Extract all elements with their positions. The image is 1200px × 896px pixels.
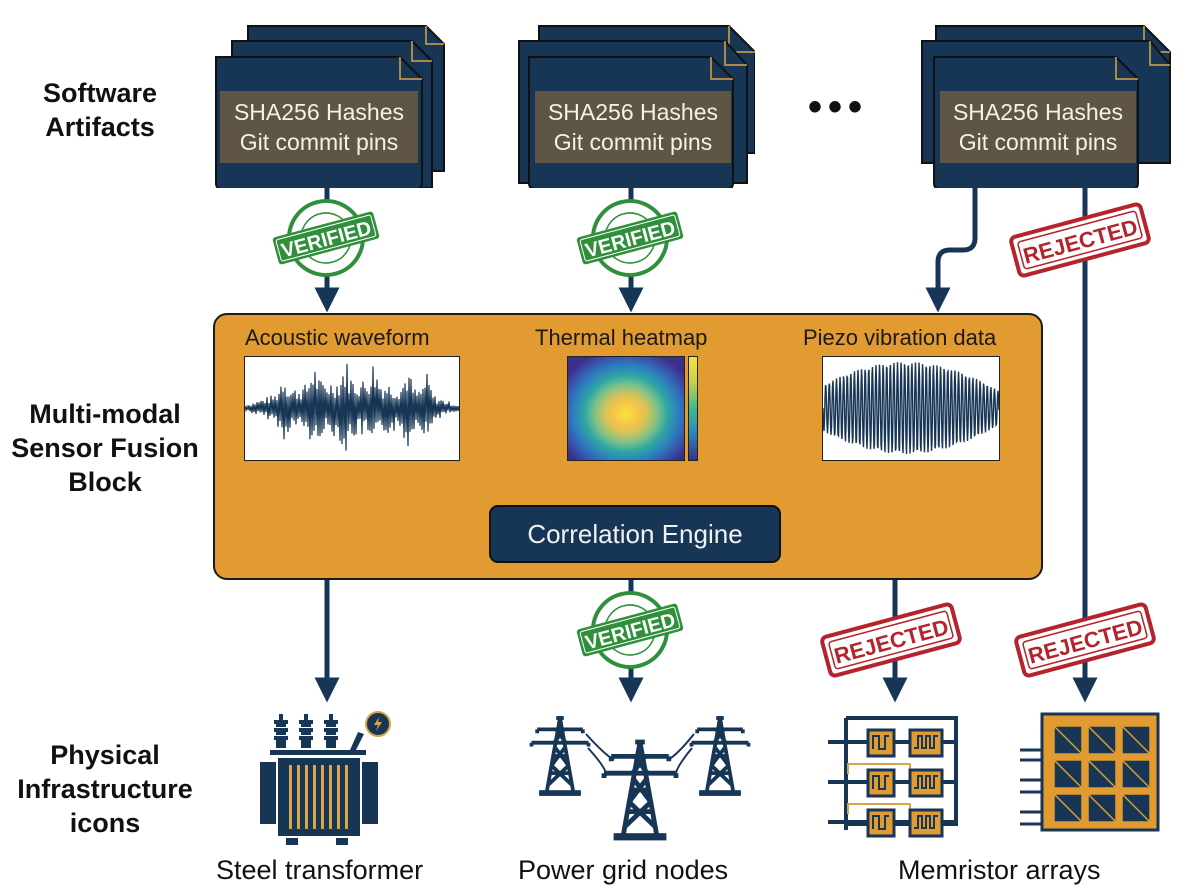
row-label-line: Artifacts [45, 112, 155, 142]
artifact-stack-3[interactable]: SHA256 Hashes Git commit pins [920, 23, 1171, 188]
artifact-line2: Git commit pins [553, 129, 713, 155]
crossbar-diagonal [1121, 759, 1151, 789]
thermal-colorbar [688, 356, 698, 461]
rejected-stamp-memristor1: REJECTED [820, 602, 962, 678]
row-label-line: Block [68, 467, 142, 497]
label-memristor-arrays: Memristor arrays [898, 855, 1101, 885]
bushing [274, 714, 288, 748]
panel-title-acoustic: Acoustic waveform [245, 325, 430, 350]
row-label-line: icons [69, 808, 141, 838]
artifact-line1: SHA256 Hashes [952, 99, 1124, 125]
label-power-grid-nodes: Power grid nodes [518, 855, 729, 885]
crossbar-diagonal [1053, 793, 1083, 823]
piezo-waveform-icon [822, 362, 1000, 455]
verified-stamp-artifact2: VERIFIED [576, 199, 684, 277]
row-label-line: Multi-modal [29, 399, 181, 429]
row-label-line: Infrastructure [17, 774, 193, 804]
thermal-heatmap-icon [567, 356, 685, 461]
artifact-stack-2[interactable]: SHA256 Hashes Git commit pins [515, 23, 755, 188]
transformer-icon [260, 711, 391, 845]
crossbar-diagonal [1053, 759, 1083, 789]
acoustic-waveform-panel [244, 356, 460, 461]
artifact-line1: SHA256 Hashes [233, 99, 405, 125]
label-steel-transformer: Steel transformer [216, 855, 424, 885]
row-label-line: Physical [50, 740, 160, 770]
artifact-text: SHA256 Hashes Git commit pins [940, 91, 1136, 163]
row-label-physical-infrastructure: Physical Infrastructure icons [0, 738, 210, 840]
artifact-text: SHA256 Hashes Git commit pins [220, 91, 418, 163]
panel-title-thermal: Thermal heatmap [535, 325, 708, 350]
piezo-wave-line [822, 362, 1000, 455]
verified-stamp-artifact1: VERIFIED [272, 199, 380, 277]
panel-title-piezo: Piezo vibration data [803, 325, 997, 350]
memristor-circuit-icon [828, 716, 958, 838]
crossbar-diagonal [1087, 725, 1117, 755]
crossbar-diagonal [1121, 725, 1151, 755]
acoustic-waveform-icon [244, 363, 460, 451]
artifact-line2: Git commit pins [958, 129, 1118, 155]
artifact-stack-1[interactable]: SHA256 Hashes Git commit pins [212, 23, 445, 188]
crossbar-diagonal [1087, 759, 1117, 789]
power-tower-icon [529, 716, 751, 850]
artifact-text: SHA256 Hashes Git commit pins [535, 91, 731, 163]
crossbar-diagonal [1121, 793, 1151, 823]
artifact-line1: SHA256 Hashes [547, 99, 719, 125]
acoustic-wave-line [244, 363, 460, 451]
verified-stamp-powergrid: VERIFIED [576, 591, 684, 669]
artifact-line2: Git commit pins [239, 129, 399, 155]
memristor-crossbar-icon [1020, 712, 1160, 832]
row-label-line: Sensor Fusion [11, 433, 199, 463]
rejected-stamp-artifact3: REJECTED [1009, 202, 1151, 278]
more-artifacts-ellipsis: ••• [808, 85, 869, 129]
crossbar-diagonal [1053, 725, 1083, 755]
rejected-stamp-memristor2: REJECTED [1014, 602, 1156, 678]
crossbar-diagonal [1087, 793, 1117, 823]
arrow-artifact3-to-fusion [925, 184, 978, 313]
row-label-software-artifacts: Software Artifacts [20, 76, 180, 144]
row-label-sensor-fusion: Multi-modal Sensor Fusion Block [0, 397, 210, 499]
row-label-line: Software [42, 78, 158, 108]
piezo-waveform-panel [822, 356, 1000, 461]
correlation-engine[interactable]: Correlation Engine [489, 505, 781, 563]
